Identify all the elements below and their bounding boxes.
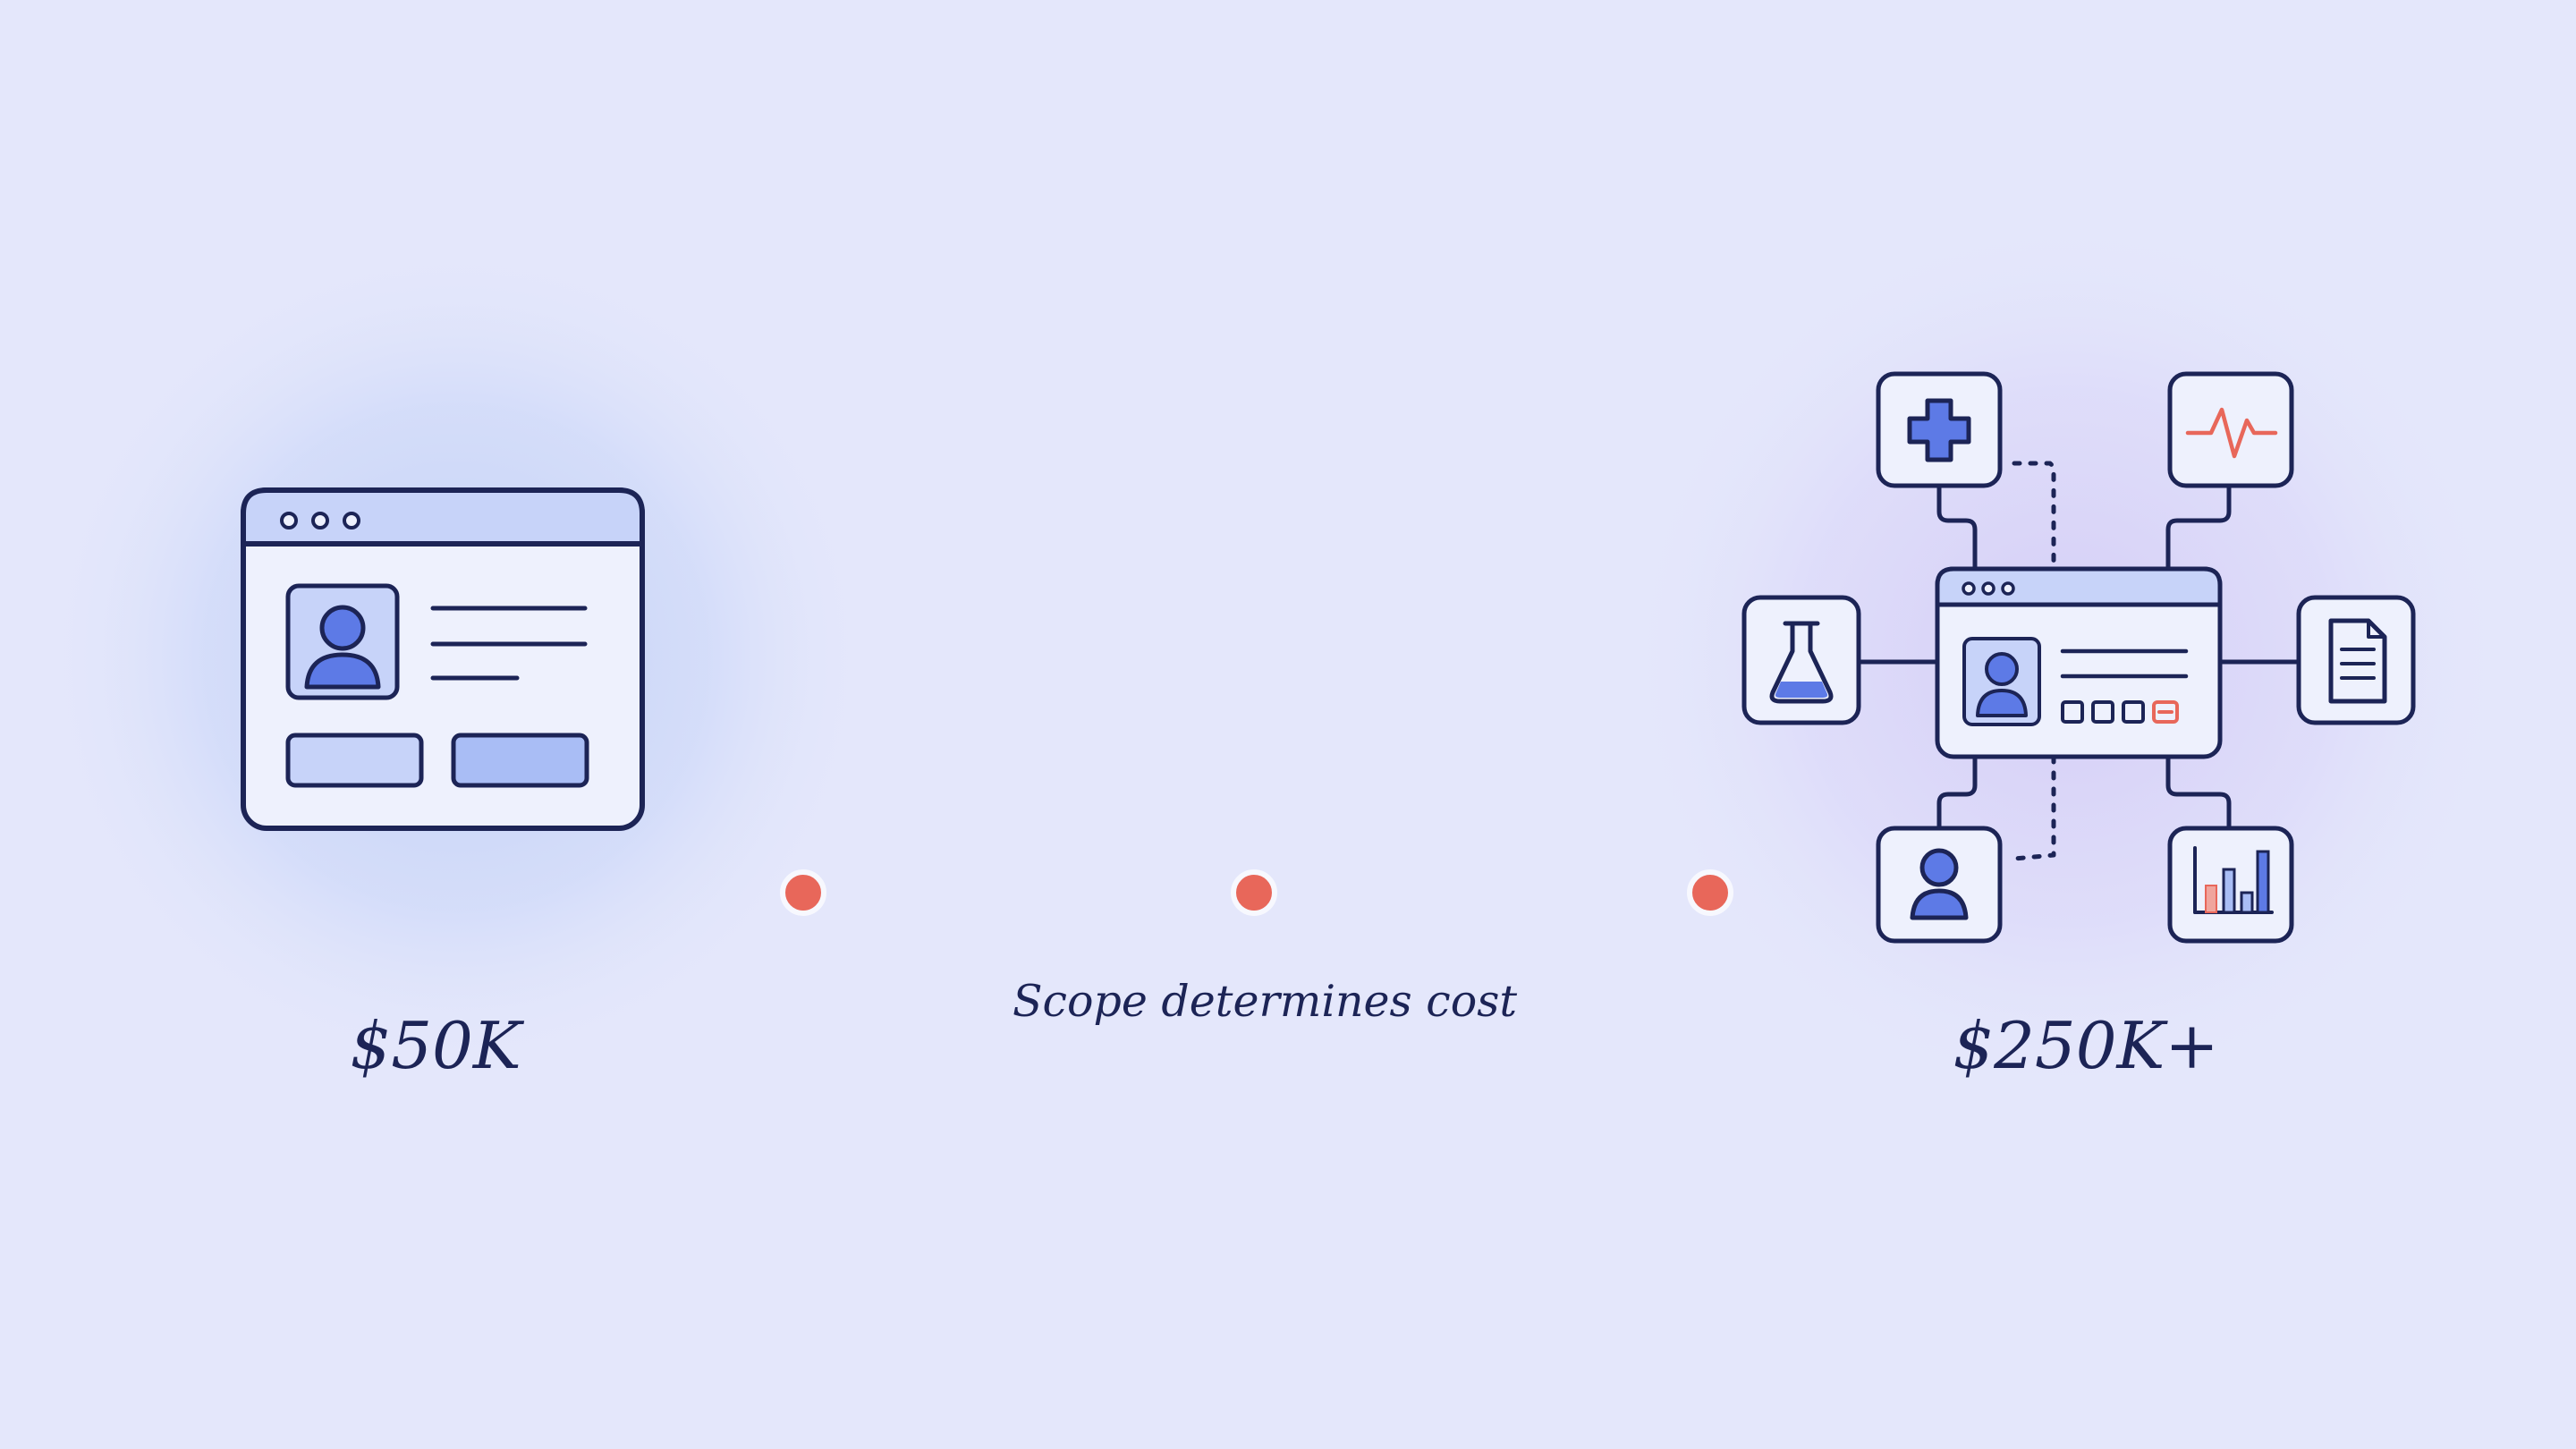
document-icon <box>2296 595 2416 725</box>
flask-icon <box>1741 595 1861 725</box>
scope-timeline <box>568 869 1901 916</box>
app-button-1 <box>285 733 424 788</box>
connectors <box>1856 461 2301 861</box>
timeline-node-end <box>1687 869 1733 916</box>
timeline-node-start <box>780 869 826 916</box>
bar-chart-icon <box>2167 826 2294 944</box>
central-app-window-icon <box>1935 566 2223 759</box>
profile-photo-icon <box>285 583 400 700</box>
caption-text: Scope determines cost <box>1013 976 1517 1027</box>
timeline-node-middle <box>1231 869 1277 916</box>
app-window-icon <box>241 487 645 831</box>
left-price-label: $50K <box>350 1008 524 1083</box>
heartbeat-icon <box>2167 371 2294 488</box>
medical-cross-icon <box>1876 371 2003 488</box>
app-button-2 <box>451 733 589 788</box>
right-price-label: $250K+ <box>1953 1008 2218 1083</box>
user-icon <box>1876 826 2003 944</box>
central-profile-photo-icon <box>1962 637 2041 726</box>
